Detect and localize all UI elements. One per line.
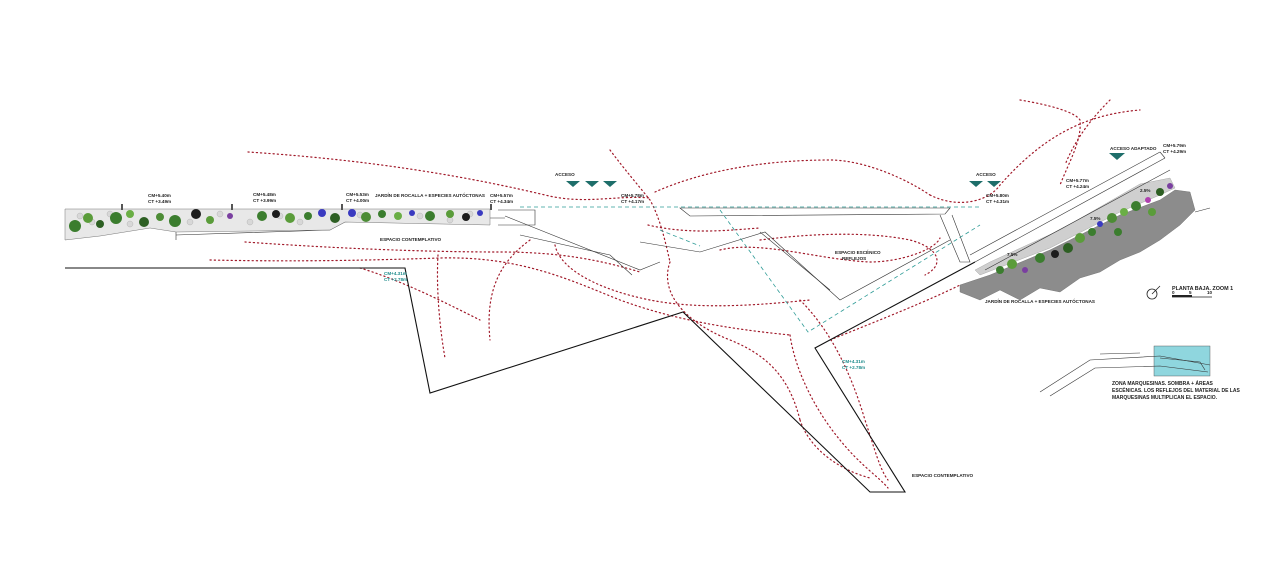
elevation-ct: CT +4.31m xyxy=(986,199,1009,204)
espacio-contemplativo-bottom-label: ESPACIO CONTEMPLATIVO xyxy=(912,473,974,478)
teal-guides xyxy=(520,206,981,333)
note-diagram xyxy=(1039,345,1211,397)
note-text: ZONA MARQUESINAS. SOMBRA + ÁREAS ESCÉNIC… xyxy=(1112,380,1240,401)
left-garden-strip xyxy=(64,204,492,241)
text-labels: JARDÍN DE ROCALLA + ESPECIES AUTÓCTONAS … xyxy=(375,146,1233,478)
elevation-ct: CT +3.49m xyxy=(148,199,171,204)
access-arrow-icon xyxy=(566,181,580,187)
slope-label: 7.5% xyxy=(1090,216,1100,221)
elevation-cm: CM+5.78m xyxy=(621,193,644,198)
slope-label: 7.5% xyxy=(1007,252,1017,257)
elevation-ct-teal: CT +2.78m xyxy=(842,365,865,370)
elevation-cm: CM+5.48m xyxy=(253,192,276,197)
espacio-escenico-label: ESPACIO ESCÉNICO xyxy=(835,248,881,255)
acceso-adaptado-label: ACCESO ADAPTADO xyxy=(1110,146,1157,151)
right-garden-plants xyxy=(996,183,1173,274)
garden-right-label: JARDÍN DE ROCALLA + ESPECIES AUTÓCTONAS xyxy=(985,297,1095,304)
plaza-outline xyxy=(65,207,976,493)
elevation-cm: CM+5.77m xyxy=(1066,178,1089,183)
access-markers xyxy=(566,153,1125,187)
elevation-cm: CM+5.53m xyxy=(346,192,369,197)
note-line: ESCÉNICAS. LOS REFLEJOS DEL MATERIAL DE … xyxy=(1112,386,1240,394)
elevation-ct: CT +4.34m xyxy=(490,199,513,204)
elevation-cm-teal: CM+4.31m xyxy=(384,271,407,276)
right-garden-strip xyxy=(959,151,1211,301)
elevation-ct: CT +4.17m xyxy=(621,199,644,204)
scale-bar xyxy=(1172,295,1212,298)
scale-label-0: 0 xyxy=(1172,290,1175,295)
slope-label: 2.5% xyxy=(1140,188,1150,193)
elevation-cm: CM+5.57m xyxy=(490,193,513,198)
elevation-cm: CM+5.79m xyxy=(1163,143,1186,148)
scale-label-10: 10 xyxy=(1207,290,1213,295)
note-line: ZONA MARQUESINAS. SOMBRA + ÁREAS xyxy=(1112,380,1214,387)
elevation-ct: CT +4.29m xyxy=(1163,149,1186,154)
access-arrow-icon xyxy=(1109,153,1125,160)
reflejos-label: REFLEJOS xyxy=(842,256,866,261)
elevation-cm-teal: CM+4.31m xyxy=(842,359,865,364)
pedestrian-paths xyxy=(209,99,1141,489)
access-arrow-icon xyxy=(603,181,617,187)
plan-title: PLANTA BAJA. ZOOM 1 xyxy=(1172,286,1233,292)
elevation-cm: CM+5.80m xyxy=(986,193,1009,198)
elevation-labels: CM+5.40m CT +3.49m CM+5.48m CT +3.99m CM… xyxy=(148,143,1186,370)
elevation-ct: CT +4.00m xyxy=(346,198,369,203)
elevation-ct: CT +4.24m xyxy=(1066,184,1089,189)
acceso-right-label: ACCESO xyxy=(976,172,996,177)
north-arrow-icon xyxy=(1146,285,1161,300)
elevation-ct: CT +3.99m xyxy=(253,198,276,203)
elevation-cm: CM+5.40m xyxy=(148,193,171,198)
elevation-ct-teal: CT +2.78m xyxy=(384,277,407,282)
garden-left-label: JARDÍN DE ROCALLA + ESPECIES AUTÓCTONAS xyxy=(375,191,485,198)
espacio-contemplativo-top-label: ESPACIO CONTEMPLATIVO xyxy=(380,237,442,242)
access-arrow-icon xyxy=(969,181,983,187)
left-garden-plants xyxy=(69,209,483,232)
access-arrow-icon xyxy=(585,181,599,187)
scale-label-5: 5 xyxy=(1189,290,1192,295)
slope-labels: 7.5% 7.5% 2.5% xyxy=(1007,188,1150,257)
note-line: MARQUESINAS MULTIPLICAN EL ESPACIO. xyxy=(1112,395,1218,401)
acceso-center-label: ACCESO xyxy=(555,172,575,177)
access-arrow-icon xyxy=(987,181,1001,187)
